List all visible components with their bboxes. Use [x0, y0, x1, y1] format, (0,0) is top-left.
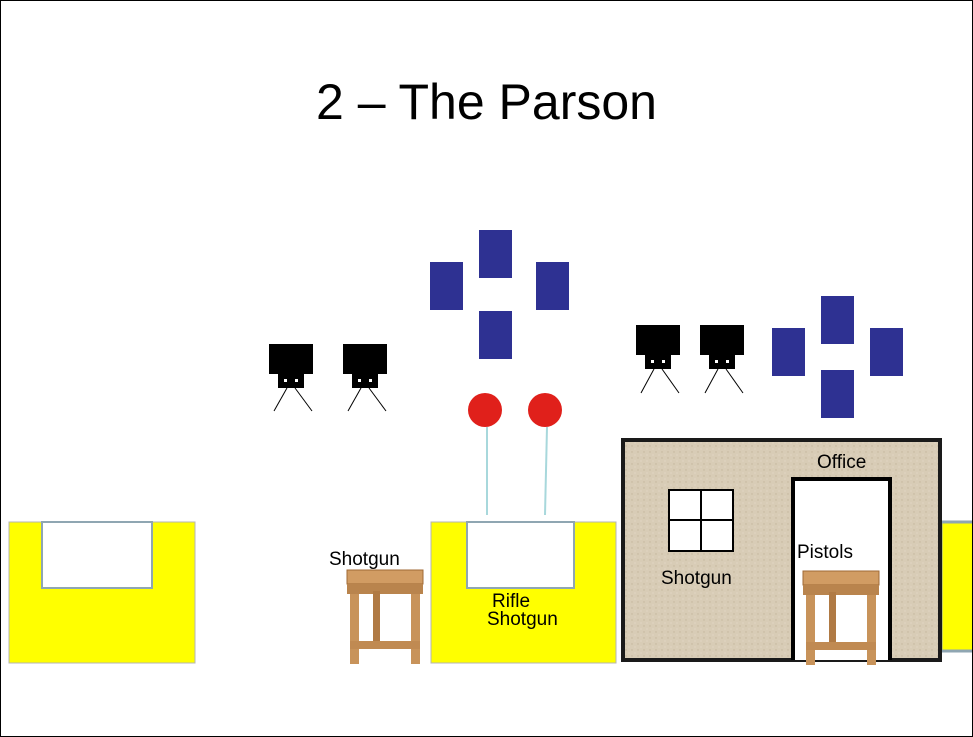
shooting-bay-left	[8, 521, 196, 664]
paper-target-icon	[430, 262, 463, 310]
paper-target-icon	[772, 328, 805, 376]
steel-target-icon	[700, 325, 744, 394]
building	[621, 438, 942, 662]
window-icon	[668, 489, 734, 552]
paper-target-cluster-left	[430, 230, 569, 359]
building-item-label: Shotgun	[661, 568, 732, 589]
left-table-label: Shotgun	[329, 549, 400, 570]
steel-target-icon	[269, 344, 313, 412]
bay-window	[41, 521, 153, 589]
steel-target-icon	[636, 325, 680, 394]
paper-target-icon	[479, 230, 512, 278]
center-bay-label-line1: Rifle	[492, 591, 531, 612]
table-icon	[346, 569, 424, 664]
popper-target-icon	[528, 393, 562, 516]
slide-title: 2 – The Parson	[316, 74, 657, 130]
paper-target-icon	[536, 262, 569, 310]
paper-target-icon	[870, 328, 903, 376]
door-icon	[791, 477, 892, 660]
shooting-bay-right	[939, 520, 972, 653]
bay-window	[466, 521, 575, 589]
paper-target-icon	[821, 296, 854, 344]
center-bay-label-line2: Shotgun	[487, 609, 558, 631]
paper-target-cluster-right	[772, 296, 903, 418]
popper-target-icon	[468, 393, 502, 515]
paper-target-icon	[479, 311, 512, 359]
shooting-bay-center	[430, 521, 617, 664]
center-bay-label: Rifle Shotgun	[487, 591, 558, 631]
paper-target-icon	[821, 370, 854, 418]
table-icon	[802, 570, 880, 665]
office-label: Office	[817, 452, 867, 473]
steel-target-icon	[343, 344, 387, 412]
office-item-label: Pistols	[797, 542, 853, 563]
